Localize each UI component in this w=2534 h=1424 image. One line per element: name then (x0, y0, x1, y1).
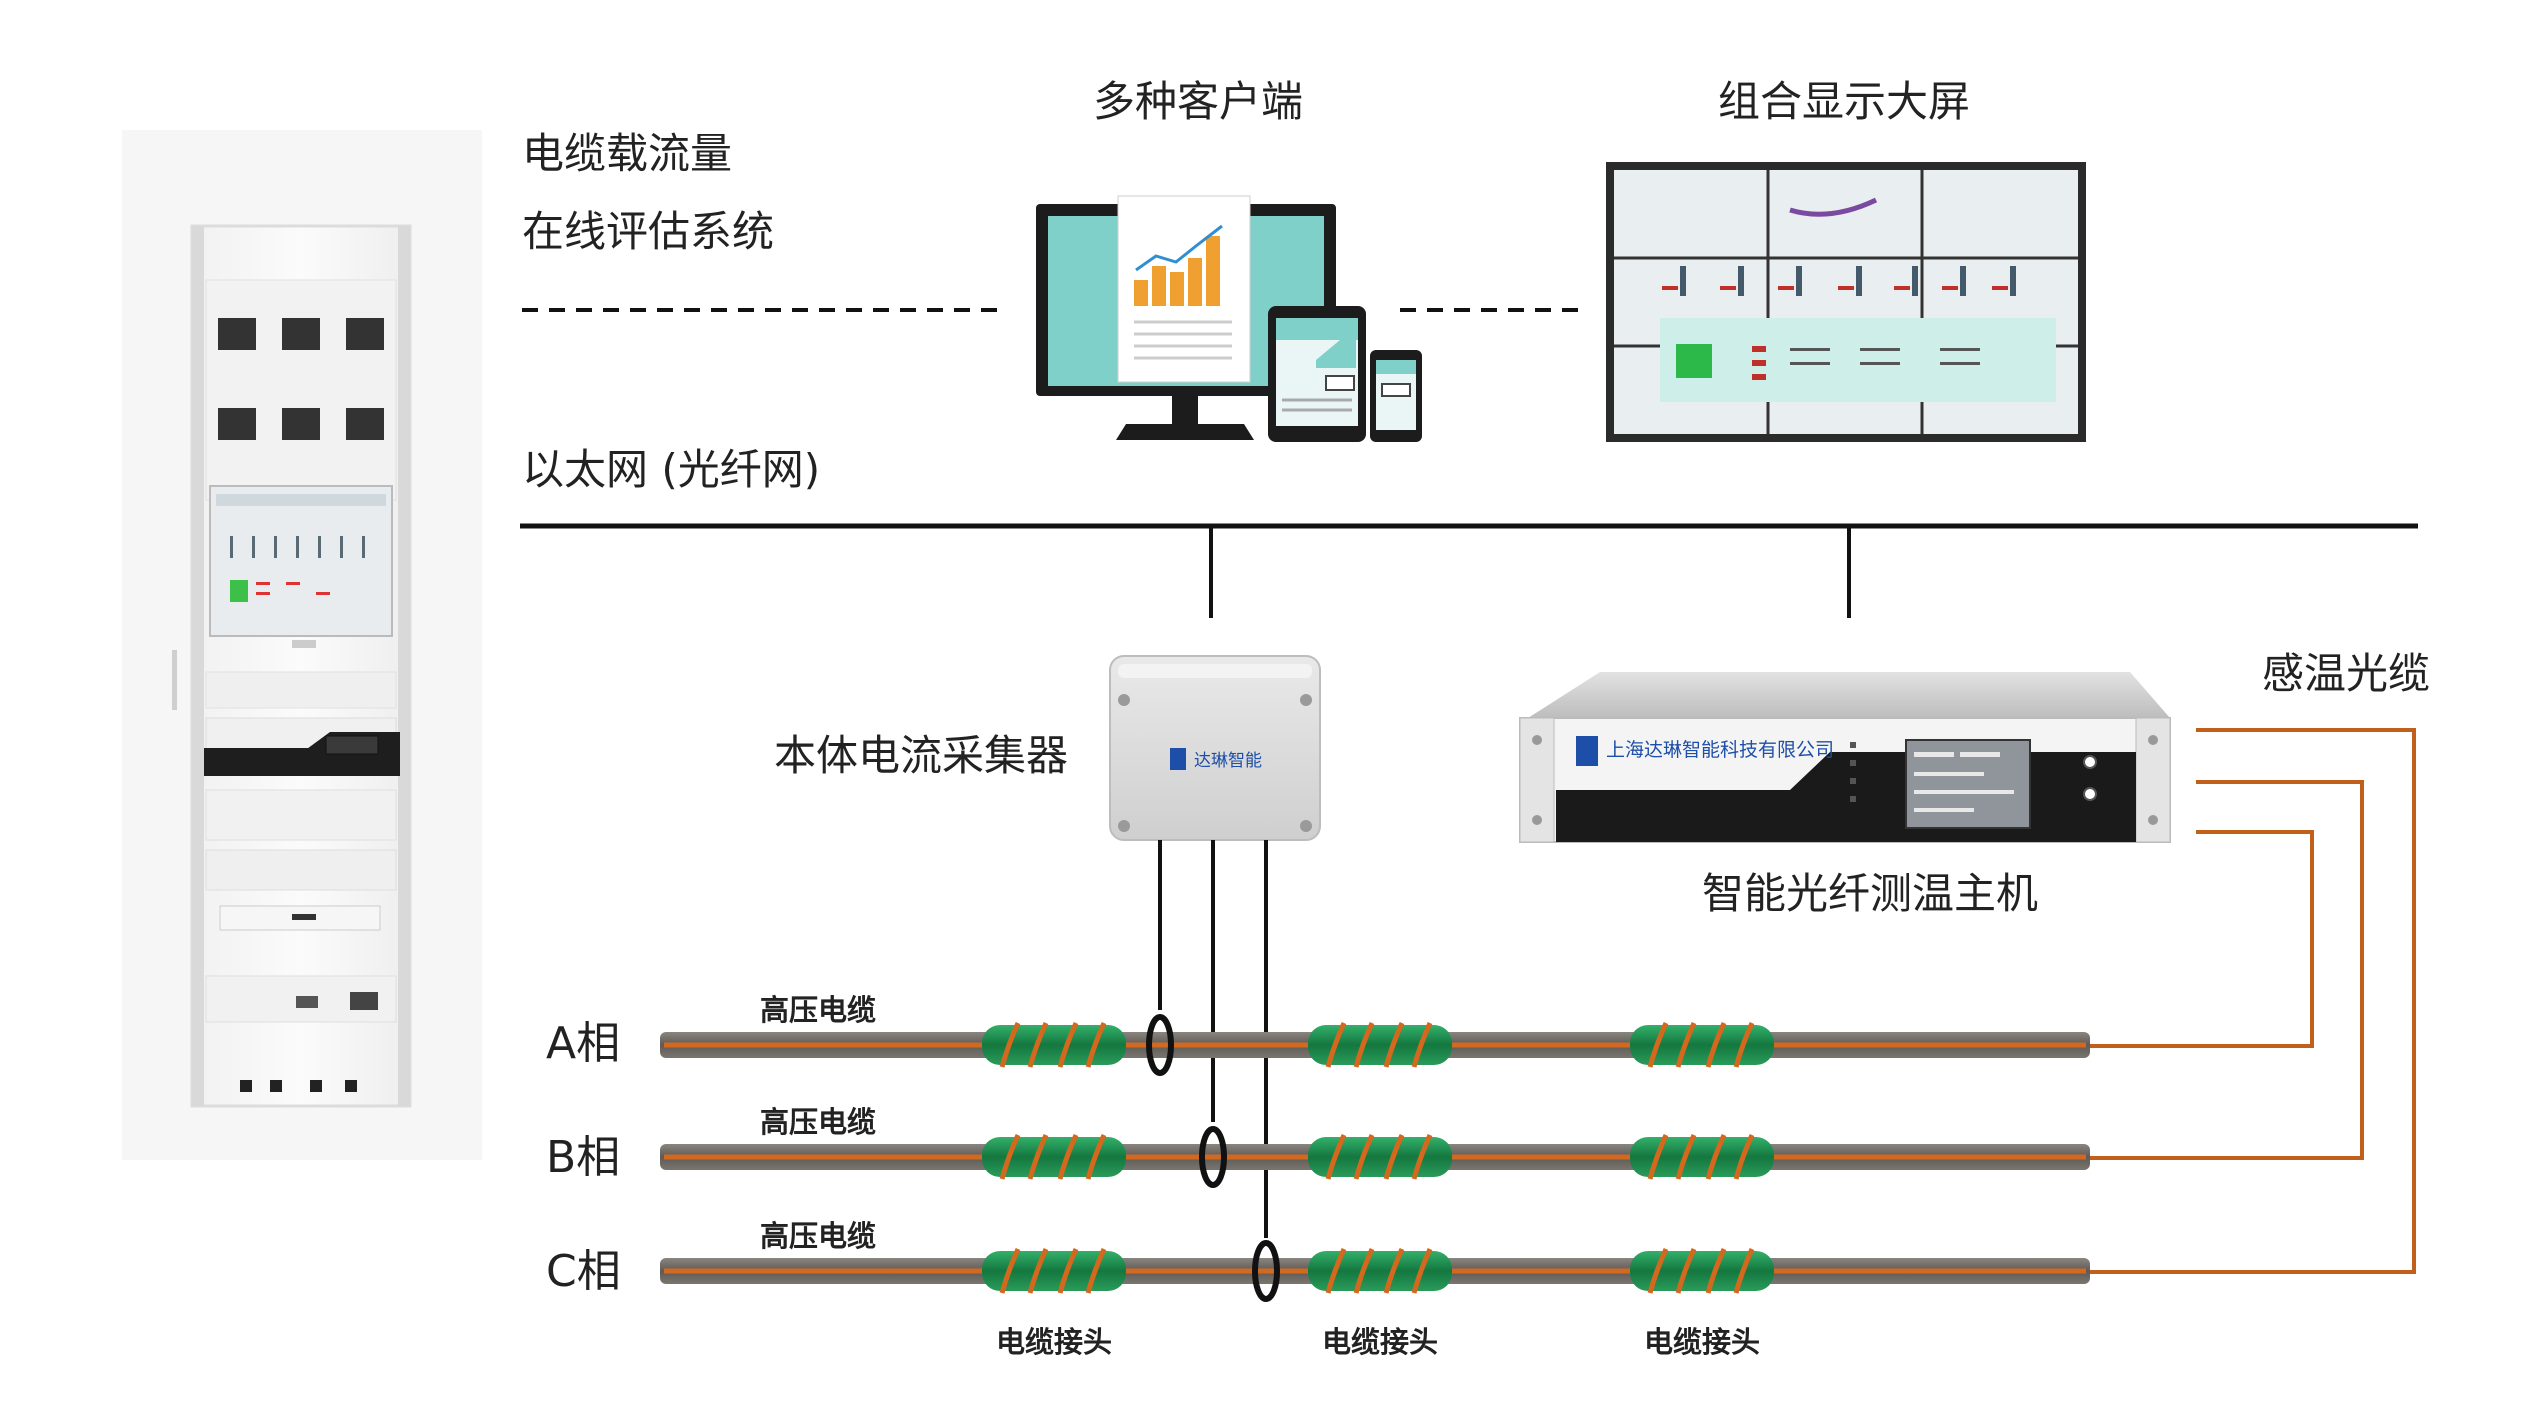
fiber-routing (2088, 728, 2416, 1274)
cabinet-rail-left (192, 226, 204, 1106)
phase-a-cable-label: 高压电缆 (760, 993, 876, 1027)
ct-ring-c (1252, 1240, 1280, 1302)
collector-brand: 达琳智能 (1194, 751, 1262, 771)
phase-c-cable-label: 高压电缆 (760, 1219, 876, 1253)
cabinet-touchscreen (209, 485, 393, 637)
host-logo-icon (1576, 736, 1598, 766)
client-devices (1036, 195, 1422, 442)
cable-joint (982, 1021, 1126, 1068)
cable-joint (982, 1247, 1126, 1294)
fiber-label: 感温光缆 (2262, 649, 2430, 698)
cabinet-vents (240, 1080, 357, 1092)
chart-icon (1134, 224, 1232, 360)
ct-ring-b (1199, 1126, 1227, 1188)
cabinet-rail-right (398, 226, 410, 1106)
cabinet-black-device (204, 748, 400, 776)
collector-logo-icon (1170, 748, 1186, 770)
cabinet-handle (172, 650, 177, 710)
system-title-line-1: 电缆载流量 (522, 129, 732, 178)
fiber-line-b (2088, 780, 2364, 1160)
host-brand: 上海达琳智能科技有限公司 (1606, 739, 1834, 761)
fiber-line-c (2088, 728, 2416, 1274)
video-wall (1606, 162, 2086, 442)
cable-joint (1308, 1133, 1452, 1180)
phase-c-label: C相 (546, 1246, 621, 1297)
fiber-host-device: 上海达琳智能科技有限公司 (1519, 672, 2171, 843)
server-cabinet (122, 130, 482, 1160)
current-transformers (1146, 1014, 1280, 1302)
fiber-line-a (2088, 830, 2314, 1048)
phase-a-label: A相 (546, 1018, 620, 1069)
joint-label-1: 电缆接头 (996, 1325, 1112, 1359)
network-label: 以太网 (光纤网) (522, 445, 820, 494)
cable-joints (982, 1021, 1774, 1294)
joint-label-3: 电缆接头 (1644, 1325, 1760, 1359)
phase-b-label: B相 (546, 1132, 620, 1183)
phase-b-cable-label: 高压电缆 (760, 1105, 876, 1139)
cable-joint (982, 1133, 1126, 1180)
big-screen-label: 组合显示大屏 (1718, 77, 1970, 126)
clients-label: 多种客户端 (1093, 77, 1303, 126)
current-collector-device: 达琳智能 (1109, 655, 1321, 841)
touchscreen-bars (230, 536, 365, 558)
cable-joint (1630, 1133, 1774, 1180)
collector-label: 本体电流采集器 (774, 731, 1068, 780)
ct-ring-a (1146, 1014, 1174, 1076)
cabinet-meters (218, 318, 384, 440)
system-title-line-2: 在线评估系统 (522, 207, 774, 256)
cable-joint (1630, 1247, 1774, 1294)
cable-joint (1630, 1021, 1774, 1068)
cable-joint (1308, 1021, 1452, 1068)
cabinet-meter-panel (205, 279, 397, 501)
joint-label-2: 电缆接头 (1322, 1325, 1438, 1359)
host-label: 智能光纤测温主机 (1702, 869, 2038, 918)
cable-joint (1308, 1247, 1452, 1294)
